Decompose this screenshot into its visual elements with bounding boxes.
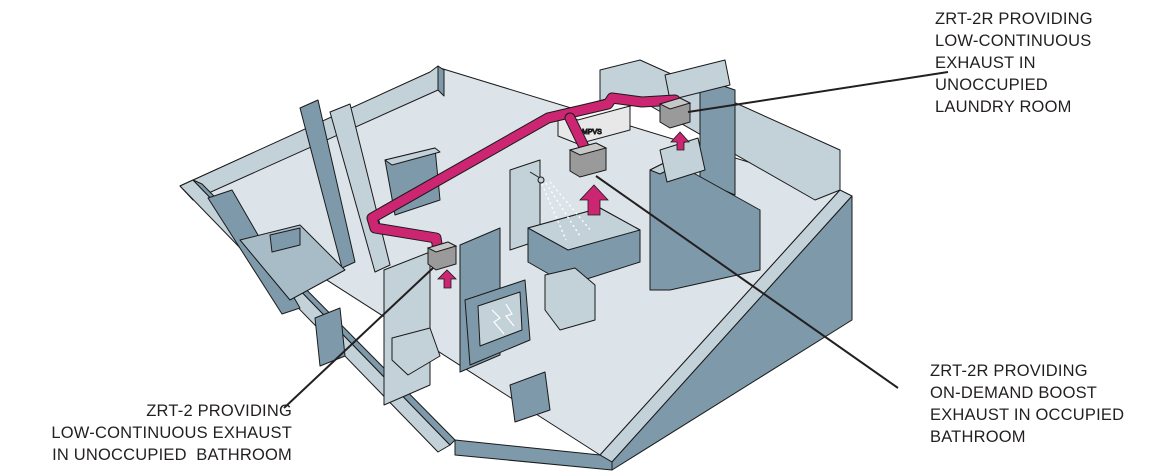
- chair: [509, 371, 551, 423]
- shower-head-icon: [529, 171, 545, 184]
- bathtub-rim: [527, 207, 641, 251]
- back-left-wall-face: [437, 65, 445, 97]
- callout-line: ZRT-2 PROVIDING: [146, 402, 292, 420]
- callout-occupied-bathroom-fan: ZRT-2R PROVIDING ON-DEMAND BOOST EXHAUST…: [930, 360, 1124, 448]
- leader-bottom-left: [283, 267, 434, 409]
- dresser-top: [384, 147, 441, 166]
- mpvs-label: MPVS: [582, 129, 602, 136]
- callout-line: ZRT-2R PROVIDING: [930, 362, 1088, 380]
- nightstand: [269, 227, 301, 253]
- tv-screen: [477, 291, 523, 347]
- callout-line: ON-DEMAND BOOST: [930, 384, 1098, 402]
- callout-line: IN UNOCCUPIED BATHROOM: [52, 446, 292, 464]
- callout-line: ZRT-2R PROVIDING: [935, 10, 1093, 28]
- callout-line: UNOCCUPIED: [935, 76, 1048, 94]
- shower-spray: [541, 181, 593, 241]
- callout-line: EXHAUST IN OCCUPIED: [930, 406, 1125, 424]
- callout-leaders: [283, 71, 949, 409]
- callout-line: LOW-CONTINUOUS EXHAUST: [51, 424, 292, 442]
- callout-line: BATHROOM: [930, 428, 1026, 446]
- airflow-arrow-large-icon: [579, 184, 609, 216]
- toilet-left: [391, 327, 441, 376]
- callout-line: LOW-CONTINUOUS: [935, 32, 1092, 50]
- tv-lightning-icon: [491, 303, 515, 335]
- bath-partition: [383, 251, 431, 406]
- bed: [239, 224, 346, 301]
- interior-wall-1: [299, 99, 356, 269]
- airflow-arrow-laundry-icon: [670, 131, 690, 151]
- shelf-unit: [664, 59, 731, 101]
- airflow-arrow-left-icon: [437, 269, 457, 289]
- laundry-wall-face: [699, 77, 736, 196]
- zrt-fan-unoccupied-bathroom: [426, 241, 458, 271]
- cabinet-left: [314, 307, 346, 367]
- front-left-wall: [454, 439, 613, 471]
- callout-unoccupied-bathroom-fan: ZRT-2 PROVIDING LOW-CONTINUOUS EXHAUST I…: [0, 400, 292, 466]
- leader-top-right: [687, 71, 949, 113]
- zrt-fan-laundry: [658, 97, 692, 129]
- callout-laundry-fan: ZRT-2R PROVIDING LOW-CONTINUOUS EXHAUST …: [935, 8, 1093, 118]
- leader-bottom-right: [595, 175, 899, 389]
- zrt-fan-occupied-bathroom: [568, 142, 608, 178]
- callout-line: LAUNDRY ROOM: [935, 98, 1072, 116]
- toilet-bath-1: [544, 267, 596, 331]
- callout-line: EXHAUST IN: [935, 54, 1036, 72]
